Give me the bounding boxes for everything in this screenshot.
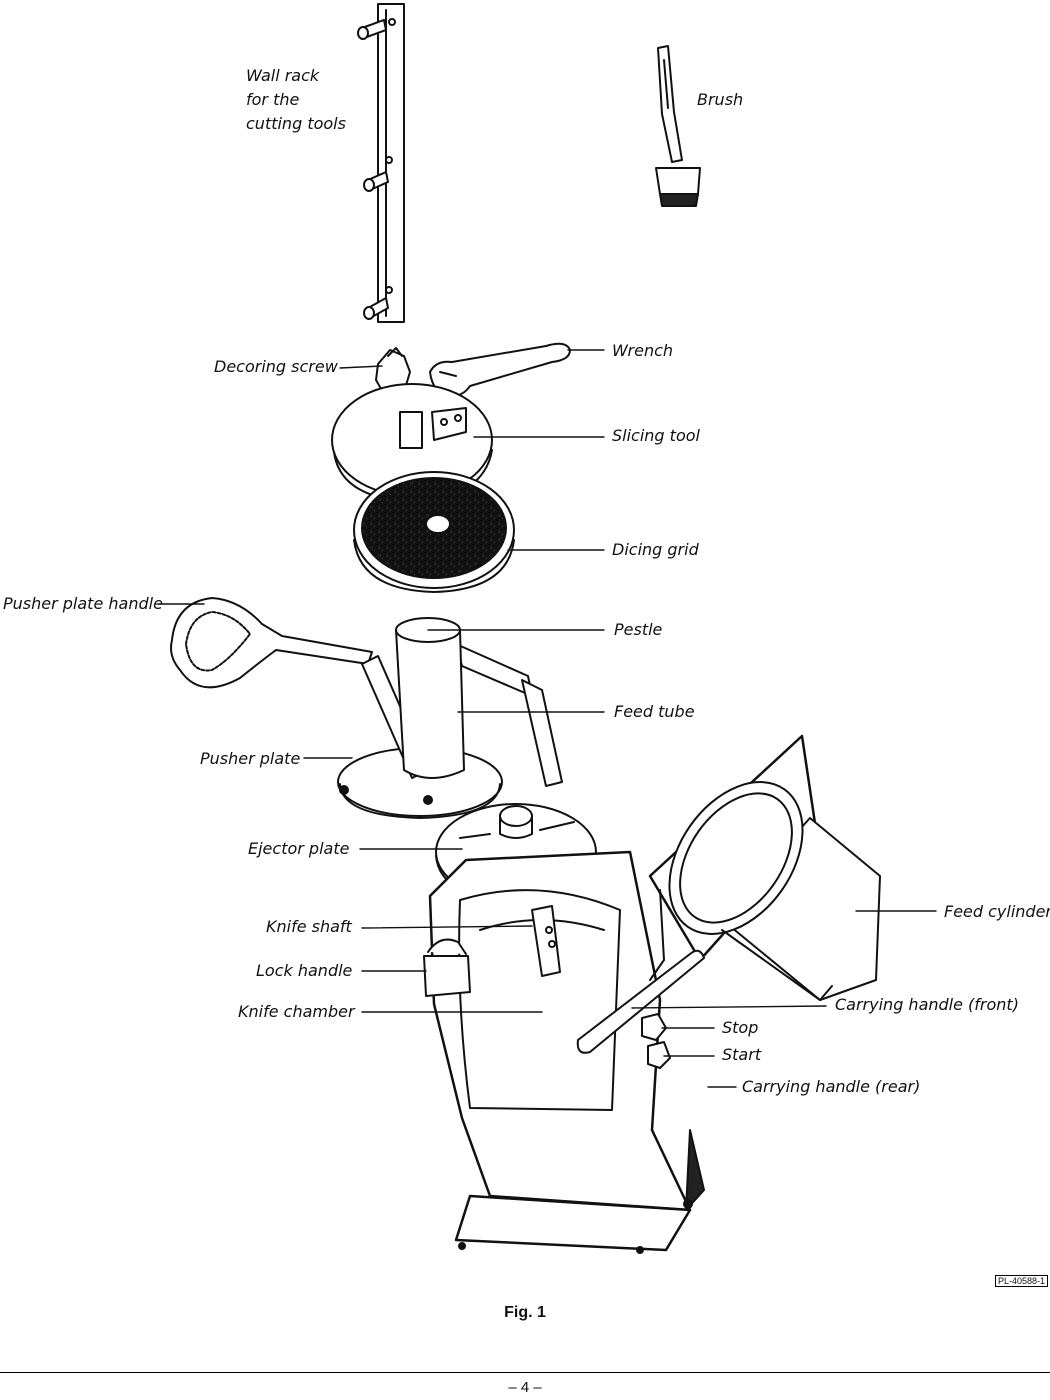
figure-caption: Fig. 1 xyxy=(504,1304,546,1321)
knife-shaft-drawing xyxy=(531,905,561,977)
reference-code: PL-40588-1 xyxy=(994,1275,1048,1287)
footer-divider xyxy=(0,1372,1050,1373)
lock-handle-drawing xyxy=(423,938,471,997)
label-lock-handle: Lock handle xyxy=(256,961,353,980)
label-dicing-grid: Dicing grid xyxy=(612,540,699,559)
label-feed-cylinder: Feed cylinder xyxy=(944,902,1050,921)
label-wrench: Wrench xyxy=(612,341,674,360)
machine-body-drawing xyxy=(428,850,705,1254)
leader-lines xyxy=(157,349,937,1088)
label-start: Start xyxy=(722,1045,762,1064)
wrench-drawing xyxy=(429,342,571,398)
label-knife-shaft: Knife shaft xyxy=(266,917,352,936)
label-stop: Stop xyxy=(722,1018,759,1037)
slicing-tool-drawing xyxy=(331,383,493,503)
page-number: – 4 – xyxy=(508,1379,542,1396)
label-carrying-handle-front: Carrying handle (front) xyxy=(835,995,1019,1014)
label-pusher-plate-handle: Pusher plate handle xyxy=(3,594,163,613)
pusher-plate-handle-drawing xyxy=(170,597,373,689)
label-wall-rack-line3: cutting tools xyxy=(246,114,346,133)
dicing-grid-drawing xyxy=(353,471,515,593)
label-ejector-plate: Ejector plate xyxy=(248,839,350,858)
pusher-plate-assembly-drawing xyxy=(337,617,563,819)
label-feed-tube: Feed tube xyxy=(614,702,695,721)
label-knife-chamber: Knife chamber xyxy=(238,1002,355,1021)
label-wall-rack-line1: Wall rack xyxy=(246,66,320,85)
label-slicing-tool: Slicing tool xyxy=(612,426,700,445)
label-wall-rack-line2: for the xyxy=(246,90,300,109)
label-brush: Brush xyxy=(697,90,744,109)
wall-rack-drawing xyxy=(357,3,405,323)
control-buttons-drawing xyxy=(641,1013,671,1069)
feed-cylinder-drawing xyxy=(648,734,881,1001)
label-carrying-handle-rear: Carrying handle (rear) xyxy=(742,1077,921,1096)
brush-drawing xyxy=(655,45,701,207)
label-decoring-screw: Decoring screw xyxy=(214,357,338,376)
label-pusher-plate: Pusher plate xyxy=(200,749,301,768)
carrying-handle-front-drawing xyxy=(576,949,705,1054)
label-pestle: Pestle xyxy=(614,620,663,639)
decoring-screw-drawing xyxy=(375,347,413,403)
